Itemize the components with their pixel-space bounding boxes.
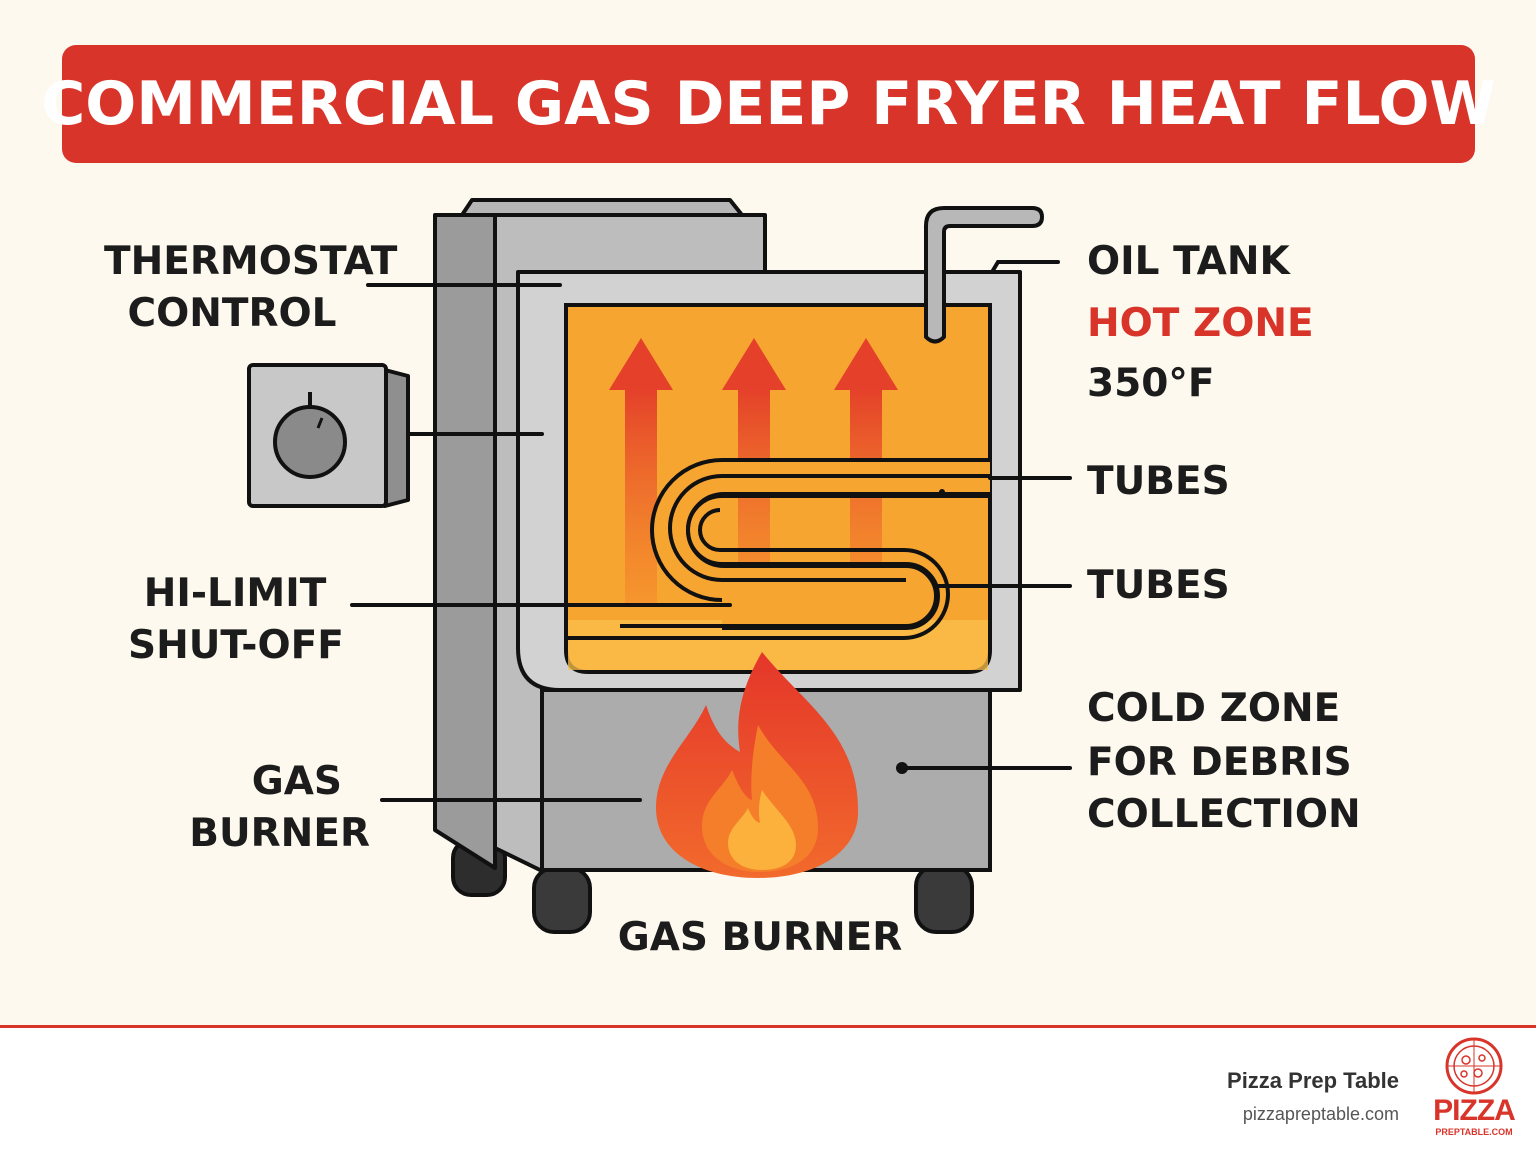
label-gas-burner-left: GAS BURNER (189, 759, 370, 856)
brand-url[interactable]: pizzapreptable.com (1242, 1104, 1399, 1124)
cabinet-side-panel (433, 213, 497, 870)
label-thermostat-control: THERMOSTAT CONTROL (104, 239, 398, 336)
thermostat-dial-icon (273, 405, 347, 479)
label-oil-tank: OIL TANK (1087, 239, 1290, 284)
label-tubes-lower: TUBES (1087, 563, 1230, 608)
label-cold-zone: COLD ZONE FOR DEBRIS COLLECTION (1087, 686, 1361, 837)
leader-oil-tank (990, 260, 1060, 274)
label-tubes-upper: TUBES (1087, 459, 1230, 504)
heat-arrow-icon (609, 338, 673, 606)
pizza-logo-icon (1445, 1037, 1503, 1095)
flame-icon (656, 652, 859, 878)
thermometer-probe (924, 206, 1044, 344)
label-gas-burner-bottom: GAS BURNER (617, 915, 903, 960)
wheel-front-left (532, 866, 592, 934)
footer: Pizza Prep Table pizzapreptable.com PIZZ… (0, 1025, 1536, 1157)
label-hot-zone: HOT ZONE (1087, 301, 1314, 346)
leader-lines (350, 260, 1072, 802)
brand-name: Pizza Prep Table (1227, 1068, 1399, 1093)
logo-wordmark: PIZZA (1433, 1094, 1516, 1127)
wheel-front-right (914, 864, 974, 934)
cabinet-lid (460, 198, 744, 217)
thermostat-control-box (247, 363, 410, 508)
heating-tubes-detail (620, 492, 990, 628)
title-banner: COMMERCIAL GAS DEEP FRYER HEAT FLOW (41, 45, 1496, 163)
page-title: COMMERCIAL GAS DEEP FRYER HEAT FLOW (41, 69, 1496, 139)
heating-tubes-s-bend (566, 508, 950, 640)
fryer-wheels (451, 838, 974, 934)
label-temperature: 350°F (1087, 361, 1215, 406)
fryer-diagram (247, 198, 1072, 934)
heating-tubes-inner-loop (668, 474, 990, 582)
logo-subtext: PREPTABLE.COM (1435, 1127, 1513, 1137)
brand-logo: PIZZA PREPTABLE.COM (1426, 1036, 1522, 1148)
label-hi-limit-shut-off: HI-LIMIT SHUT-OFF (128, 571, 344, 668)
